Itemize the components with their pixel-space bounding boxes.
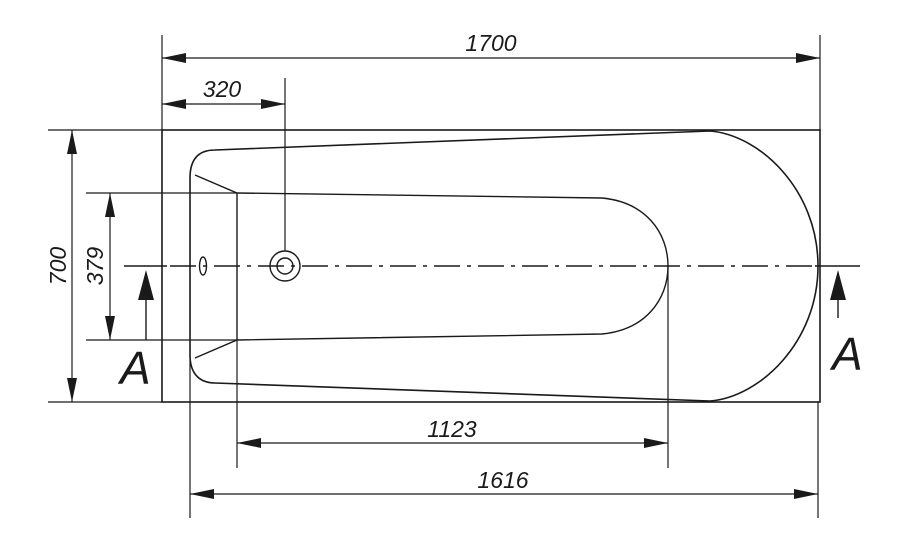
dimension-drain-offset — [162, 78, 286, 251]
dimension-bottom-length-label: 1123 — [427, 416, 477, 442]
section-marker-left — [124, 265, 167, 340]
dimension-inner-length — [189, 360, 819, 518]
dimension-inner-width — [86, 192, 237, 341]
tub-inner-basin-outline — [189, 130, 819, 402]
dimension-drain-offset-label: 320 — [203, 76, 242, 102]
section-label-left: A — [117, 342, 151, 394]
section-marker-right — [815, 265, 860, 318]
section-label-right: A — [829, 328, 863, 380]
dimension-bottom-length — [236, 266, 669, 468]
dimension-overall-length — [161, 35, 821, 130]
dimension-inner-length-label: 1616 — [477, 467, 528, 493]
dimension-overall-width-label: 700 — [45, 247, 71, 286]
dimension-overall-length-label: 1700 — [465, 30, 516, 56]
dimension-inner-width-label: 379 — [82, 247, 108, 286]
dimension-overall-width — [48, 129, 162, 403]
